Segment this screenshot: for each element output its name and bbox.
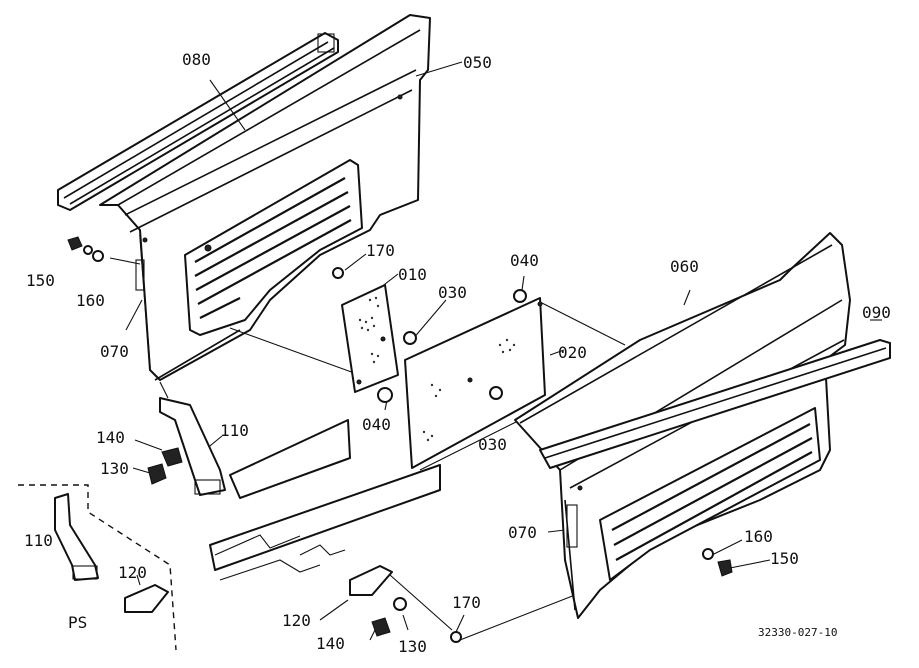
part-010-small-plate [341, 284, 399, 393]
label-030-left: 030 [438, 283, 467, 302]
label-ps: PS [68, 613, 87, 632]
label-050: 050 [463, 53, 492, 72]
part-080-trim-strip [57, 32, 339, 211]
label-130-top: 130 [100, 459, 129, 478]
label-030-right: 030 [478, 435, 507, 454]
label-110-ps: 110 [24, 531, 53, 550]
label-140-top: 140 [96, 428, 125, 447]
label-080: 080 [182, 50, 211, 69]
part-labels: 080 050 150 160 070 170 010 030 040 040 … [24, 50, 891, 656]
ps-detail [18, 484, 177, 651]
label-170-left: 170 [366, 241, 395, 260]
drawing-number: 32330-027-10 [758, 626, 837, 639]
label-170-bottom: 170 [452, 593, 481, 612]
alignment-lines [159, 301, 626, 641]
part-090-trim-strip [539, 339, 891, 469]
part-020-large-plate [404, 297, 546, 469]
label-070-right: 070 [508, 523, 537, 542]
fasteners [67, 236, 733, 643]
label-150-left: 150 [26, 271, 55, 290]
lower-brackets [124, 397, 441, 613]
leader-lines [60, 61, 882, 641]
part-050-left-side-panel [99, 14, 431, 381]
label-010: 010 [398, 265, 427, 284]
label-020: 020 [558, 343, 587, 362]
label-160-left: 160 [76, 291, 105, 310]
label-090: 090 [862, 303, 891, 322]
label-120-bottom: 120 [282, 611, 311, 630]
label-040-left: 040 [362, 415, 391, 434]
label-120-ps: 120 [118, 563, 147, 582]
label-060: 060 [670, 257, 699, 276]
label-070-left: 070 [100, 342, 129, 361]
label-160-right: 160 [744, 527, 773, 546]
label-140-bottom: 140 [316, 634, 345, 653]
label-040-right: 040 [510, 251, 539, 270]
label-150-right: 150 [770, 549, 799, 568]
label-130-bottom: 130 [398, 637, 427, 656]
label-110-top: 110 [220, 421, 249, 440]
